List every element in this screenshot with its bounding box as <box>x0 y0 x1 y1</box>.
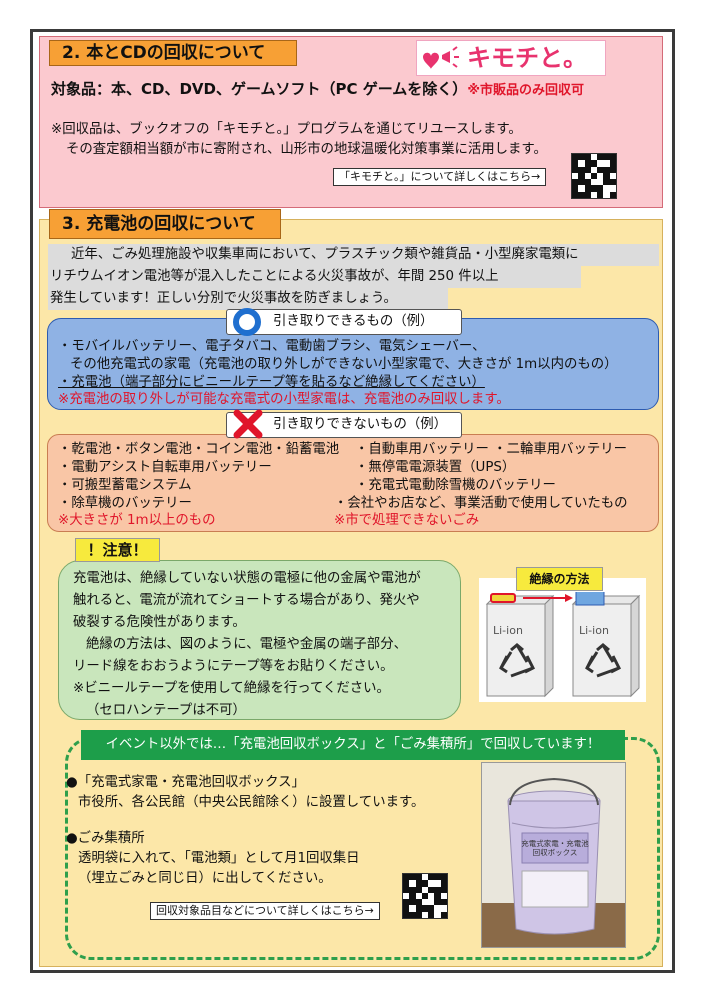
rejected-right-note: ※市で処理できないごみ <box>334 513 480 528</box>
caution-line-6: ※ビニールテープを使用して絶縁を行ってください。 <box>73 681 390 696</box>
heart-megaphone-icon <box>423 46 459 69</box>
accepted-line-2: その他充電式の家電（充電池の取り外しができない小型家電で、大きさが 1m以内のも… <box>70 357 618 372</box>
rejected-left-note: ※大きさが 1m以上のもの <box>58 513 216 528</box>
qr-code-icon[interactable] <box>402 873 448 919</box>
event-banner: イベント以外では…「充電池回収ボックス」と「ごみ集積所」で回収しています！ <box>81 730 625 760</box>
caution-line-5: リード線をおおうようにテープ等をお貼りください。 <box>73 659 394 674</box>
station-line-2: （埋立ごみと同じ日）に出してください。 <box>78 871 332 886</box>
caution-line-2: 触れると、電流が流れてショートする場合があり、発火や <box>73 593 420 608</box>
rejected-left-4: ・除草機のバッテリー <box>58 496 192 511</box>
bucket-label-2: 回収ボックス <box>532 848 578 857</box>
intro-highlight-3 <box>48 288 448 310</box>
station-title: ●ごみ集積所 <box>66 831 145 846</box>
rejected-title-pill: 引き取りできないもの（例） <box>226 412 462 438</box>
rejected-title: 引き取りできないもの（例） <box>273 417 448 432</box>
recycle-icon <box>499 643 536 678</box>
logo-text: キモチと。 <box>467 44 587 72</box>
target-label: 対象品：本、CD、DVD、ゲームソフト（PC ゲームを除く） <box>51 80 468 98</box>
intro-highlight-2 <box>48 266 581 288</box>
battery-diagram-svg <box>485 592 641 698</box>
recycle-icon <box>585 643 622 678</box>
intro-line-1: 近年、ごみ処理施設や収集車両において、プラスチック類や雑貨品・小型廃家電類に <box>71 247 579 262</box>
collection-bucket-photo: 充電式家電・充電池 回収ボックス <box>481 762 626 948</box>
collection-box-title: ●「充電式家電・充電池回収ボックス」 <box>66 775 305 790</box>
accepted-title-pill: 引き取りできるもの（例） <box>226 309 462 335</box>
caution-box <box>58 560 461 720</box>
circle-icon <box>233 308 261 336</box>
intro-line-2: リチウムイオン電池等が混入したことによる火災事故が、年間 250 件以上 <box>50 269 499 284</box>
rejected-left-1: ・乾電池・ボタン電池・コイン電池・鉛蓄電池 <box>58 442 340 457</box>
rejected-left-3: ・可搬型蓄電システム <box>58 478 192 493</box>
bucket-label: 充電式家電・充電池 回収ボックス <box>520 839 590 857</box>
kimochito-link[interactable]: 「キモチと。」について詳しくはこちら→ <box>333 168 547 186</box>
target-items: 対象品：本、CD、DVD、ゲームソフト（PC ゲームを除く）※市販品のみ回収可 <box>51 78 584 102</box>
qr-code-icon[interactable] <box>571 153 617 199</box>
cross-icon <box>233 409 263 439</box>
rejected-items-box <box>47 434 659 532</box>
accepted-title: 引き取りできるもの（例） <box>273 314 434 329</box>
station-line-1: 透明袋に入れて、「電池類」として月1回収集日 <box>78 851 360 866</box>
rejected-right-3: ・充電式電動除雪機のバッテリー <box>355 478 556 493</box>
collection-items-link[interactable]: 回収対象品目などについて詳しくはこちら→ <box>150 902 380 920</box>
caution-line-4: 絶縁の方法は、図のように、電極や金属の端子部分、 <box>86 637 407 652</box>
intro-line-3: 発生しています！正しい分別で火災事故を防ぎましょう。 <box>50 291 397 306</box>
caution-label: ！注意！ <box>75 538 160 562</box>
rejected-right-4: ・会社やお店など、事業活動で使用していたもの <box>334 496 628 511</box>
insulation-diagram: 絶縁の方法 Li-ion Li-ion <box>479 567 646 702</box>
recycle-note-2: その査定額相当額が市に寄附され、山形市の地球温暖化対策事業に活用します。 <box>66 142 547 157</box>
collection-box-desc: 市役所、各公民館（中央公民館除く）に設置しています。 <box>78 795 425 810</box>
battery-label-right: Li-ion <box>579 624 609 637</box>
page-frame <box>30 29 675 973</box>
kimochito-logo: キモチと。 <box>416 40 606 76</box>
section-2-heading: 2. 本とCDの回収について <box>49 40 297 66</box>
rejected-left-2: ・電動アシスト自転車用バッテリー <box>58 460 272 475</box>
accepted-note: ※充電池の取り外しが可能な充電式の小型家電は、充電池のみ回収します。 <box>58 392 510 407</box>
rejected-right-1: ・自動車用バッテリー ・二輪車用バッテリー <box>355 442 628 457</box>
target-note: ※市販品のみ回収可 <box>467 83 584 98</box>
caution-line-1: 充電池は、絶縁していない状態の電極に他の金属や電池が <box>73 571 421 586</box>
caution-line-7: （セロハンテープは不可） <box>86 703 246 718</box>
intro-highlight-1 <box>48 244 659 266</box>
section-3-heading: 3. 充電池の回収について <box>49 209 281 239</box>
caution-line-3: 破裂する危険性があります。 <box>73 615 246 630</box>
battery-label-left: Li-ion <box>493 624 523 637</box>
insulation-title: 絶縁の方法 <box>516 567 603 591</box>
accepted-line-1: ・モバイルバッテリー、電子タバコ、電動歯ブラシ、電気シェーバー、 <box>58 339 486 354</box>
bucket-illustration <box>482 763 625 947</box>
rejected-right-2: ・無停電電源装置（UPS） <box>355 460 516 475</box>
recycle-note-1: ※回収品は、ブックオフの「キモチと。」プログラムを通じてリユースします。 <box>51 122 522 137</box>
accepted-line-3: ・充電池（端子部分にビニールテープ等を貼るなど絶縁してください） <box>58 375 485 390</box>
bucket-label-1: 充電式家電・充電池 <box>521 839 589 848</box>
